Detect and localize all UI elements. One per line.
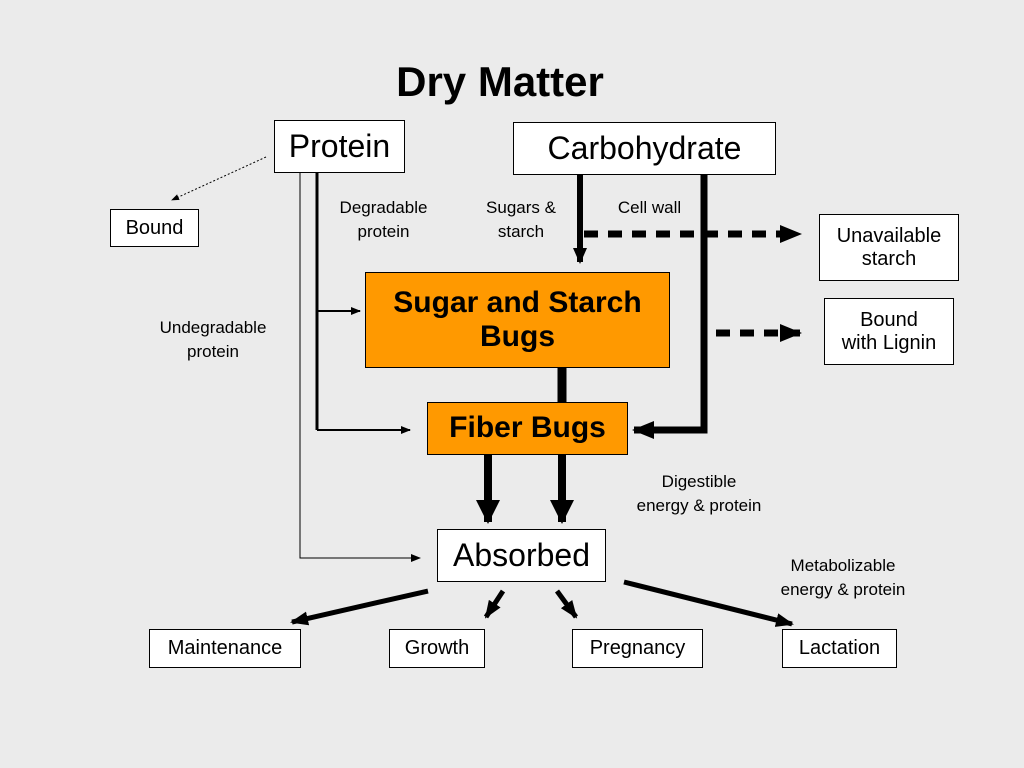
node-carbohydrate-label: Carbohydrate (547, 130, 742, 167)
arrow-protein-to-bound (171, 156, 267, 201)
node-lactation-label: Lactation (798, 637, 881, 659)
node-bound: Bound (110, 209, 199, 247)
node-absorbed: Absorbed (437, 529, 606, 582)
label-sugars-starch: Sugars & starch (486, 198, 556, 241)
label-degradable-protein: Degradable protein (339, 198, 428, 241)
diagram-title: Dry Matter (396, 58, 604, 105)
node-absorbed-label: Absorbed (453, 537, 590, 574)
node-maintenance: Maintenance (149, 629, 301, 668)
node-bound-lignin: Bound with Lignin (824, 298, 954, 365)
node-growth-label: Growth (404, 637, 470, 659)
node-fiber-bugs: Fiber Bugs (427, 402, 628, 455)
node-unavailable-starch-label: Unavailable starch (836, 224, 942, 270)
node-lactation: Lactation (782, 629, 897, 668)
arrow-absorbed-to-maintenance (290, 588, 429, 626)
node-bound-label: Bound (125, 216, 184, 239)
label-metabolizable: Metabolizable energy & protein (780, 556, 906, 599)
arrow-absorbed-to-lactation (623, 579, 794, 627)
label-digestible: Digestible energy & protein (636, 472, 762, 515)
arrow-cell-wall-to-fiber-bugs (632, 175, 708, 439)
node-pregnancy: Pregnancy (572, 629, 703, 668)
arrow-absorbed-to-pregnancy (554, 589, 579, 619)
node-carbohydrate: Carbohydrate (513, 122, 776, 175)
node-maintenance-label: Maintenance (167, 637, 283, 659)
node-growth: Growth (389, 629, 485, 668)
node-fiber-bugs-label: Fiber Bugs (449, 411, 606, 445)
arrow-absorbed-to-growth (483, 589, 506, 619)
node-bound-lignin-label: Bound with Lignin (841, 308, 937, 354)
arrow-undegradable-to-absorbed (299, 173, 421, 562)
label-cell-wall: Cell wall (617, 198, 682, 217)
node-sugar-starch-bugs-label: Sugar and Starch Bugs (393, 285, 642, 354)
node-sugar-starch-bugs: Sugar and Starch Bugs (365, 272, 670, 368)
node-unavailable-starch: Unavailable starch (819, 214, 959, 281)
node-pregnancy-label: Pregnancy (589, 637, 686, 659)
node-protein-label: Protein (288, 128, 391, 165)
node-protein: Protein (274, 120, 405, 173)
label-undegradable-protein: Undegradable protein (159, 318, 267, 361)
